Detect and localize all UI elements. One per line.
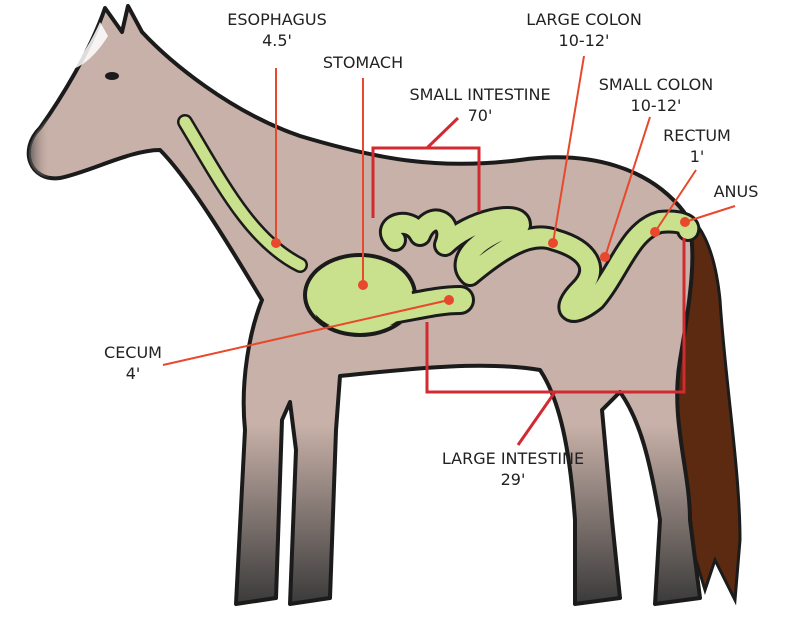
large-intestine-bracket xyxy=(425,238,686,446)
small-intestine-bracket xyxy=(371,116,481,218)
eye xyxy=(105,72,119,80)
label-anus: ANUS xyxy=(713,182,759,201)
muzzle-shading xyxy=(28,70,100,179)
leader-lines xyxy=(162,55,736,366)
label-stomach: STOMACH xyxy=(322,53,404,72)
blaze xyxy=(70,22,108,70)
brackets xyxy=(371,116,686,446)
